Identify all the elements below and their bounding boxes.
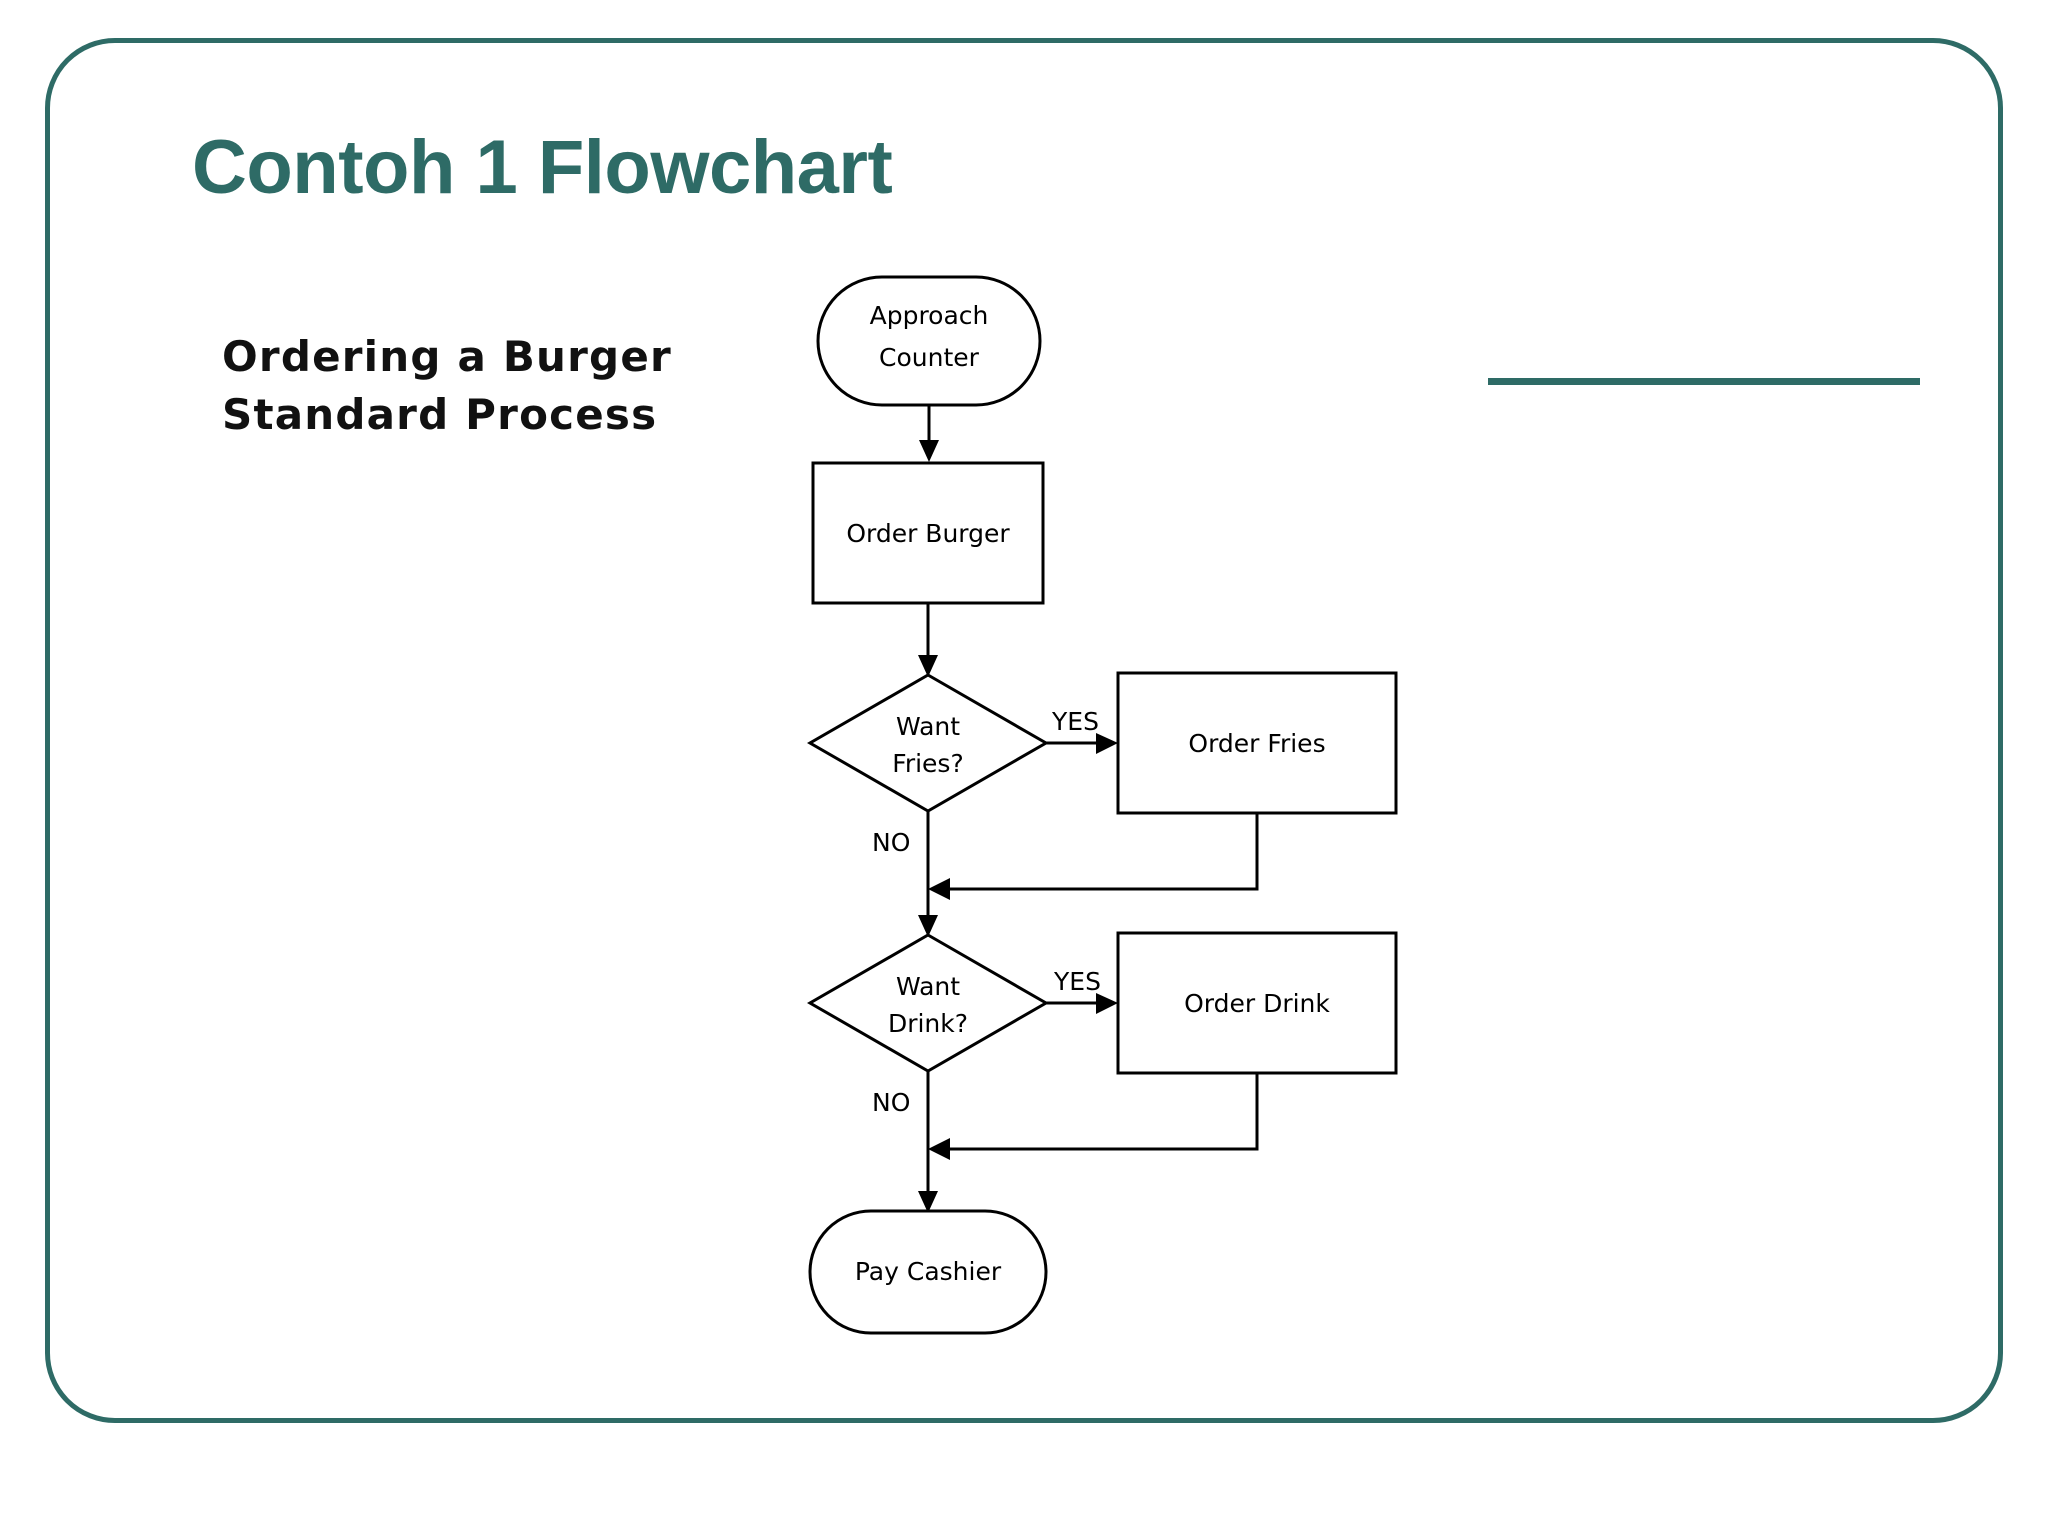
slide-border-frame [45,38,2003,1423]
flow-node-want-drink-label-1: Want [896,972,960,1001]
flow-node-order-fries[interactable]: Order Fries [1116,671,1398,815]
flow-node-want-fries-label-1: Want [896,712,960,741]
flow-edge-want-drink-no: NO [872,1071,938,1213]
flow-node-order-fries-label: Order Fries [1188,729,1325,758]
caption-line-2: Standard Process [222,389,658,439]
flow-node-want-drink[interactable]: Want Drink? [806,933,1050,1073]
flow-edge-label-fries-yes: YES [1051,707,1099,736]
flowchart-caption: Ordering a Burger Standard Process [222,328,672,444]
flow-node-order-drink[interactable]: Order Drink [1116,931,1398,1075]
flow-edge-label-fries-no: NO [872,828,910,857]
flow-edge-label-drink-yes: YES [1053,967,1101,996]
flow-node-approach-counter-label-1: Approach [870,301,989,330]
flow-node-want-fries[interactable]: Want Fries? [806,673,1050,813]
flow-edge-approach-to-order-burger [919,405,939,462]
flow-node-want-drink-label-2: Drink? [888,1009,968,1038]
flow-node-approach-counter[interactable]: Approach Counter [816,275,1042,407]
flow-node-order-burger[interactable]: Order Burger [811,461,1045,605]
flow-edge-order-fries-return [928,813,1259,900]
caption-line-1: Ordering a Burger [222,332,672,381]
flow-edge-want-fries-no: NO [872,811,938,937]
flow-edge-order-drink-return [928,1073,1259,1160]
flow-node-pay-cashier[interactable]: Pay Cashier [808,1209,1048,1335]
flow-node-order-burger-label: Order Burger [846,519,1010,548]
flow-edge-order-burger-to-want-fries [918,603,938,677]
title-accent-rule [1488,378,1920,385]
flow-node-pay-cashier-label: Pay Cashier [855,1257,1002,1286]
flow-node-want-fries-label-2: Fries? [892,749,963,778]
flowchart-diagram: Approach Counter Order Burger Want [780,265,1520,1385]
flow-node-approach-counter-label-2: Counter [879,343,980,372]
flow-node-order-drink-label: Order Drink [1184,989,1330,1018]
flow-edge-want-drink-yes: YES [1046,967,1118,1014]
page-title: Contoh 1 Flowchart [192,125,893,210]
flow-edge-label-drink-no: NO [872,1088,910,1117]
flow-edge-want-fries-yes: YES [1046,707,1118,754]
